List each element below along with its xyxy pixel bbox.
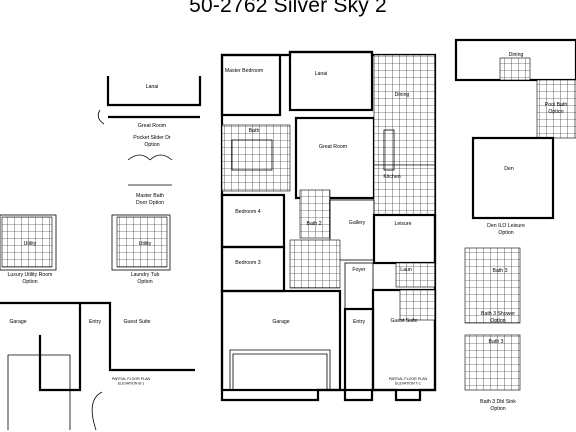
room-leisure: Leisure <box>394 221 411 227</box>
option-utility-1: Utility <box>24 241 37 247</box>
room-garage: Garage <box>272 319 289 325</box>
option-den-label: Den <box>504 166 514 172</box>
page-title: 50-2762 Silver Sky 2 <box>189 0 387 17</box>
option-lanai-label: Lanai <box>146 84 159 90</box>
room-kitchen: Kitchen <box>383 174 400 180</box>
option-bath3-label: Bath 3 <box>493 268 508 274</box>
room-foyer: Foyer <box>352 267 366 273</box>
option-entry-label: Entry <box>89 319 102 325</box>
room-great-room: Great Room <box>319 144 347 150</box>
room-gallery: Gallery <box>349 220 366 226</box>
room-bedroom4: Bedroom 4 <box>235 209 260 215</box>
room-laundry: Laun <box>400 267 412 273</box>
room-bedroom3: Bedroom 3 <box>235 260 260 266</box>
room-lanai: Lanai <box>315 71 328 77</box>
room-master-bedroom: Master Bedroom <box>225 68 263 74</box>
left-options <box>0 76 202 431</box>
room-dining: Dining <box>395 92 410 98</box>
room-bath: Bath <box>249 128 260 134</box>
option-guest-suite-label: Guest Suite <box>123 319 150 325</box>
room-entry: Entry <box>353 319 366 325</box>
room-bath2: Bath 2 <box>307 221 322 227</box>
option-bath3b-label: Bath 3 <box>489 339 504 345</box>
option-dining-label: Dining <box>509 52 524 58</box>
option-great-room-label: Great Room <box>138 123 166 129</box>
main-floor-plan <box>220 50 437 402</box>
right-options <box>454 38 576 391</box>
option-utility-2: Utility <box>139 241 152 247</box>
room-guest-suite: Guest Suite <box>390 318 417 324</box>
option-garage-label: Garage <box>9 319 26 325</box>
